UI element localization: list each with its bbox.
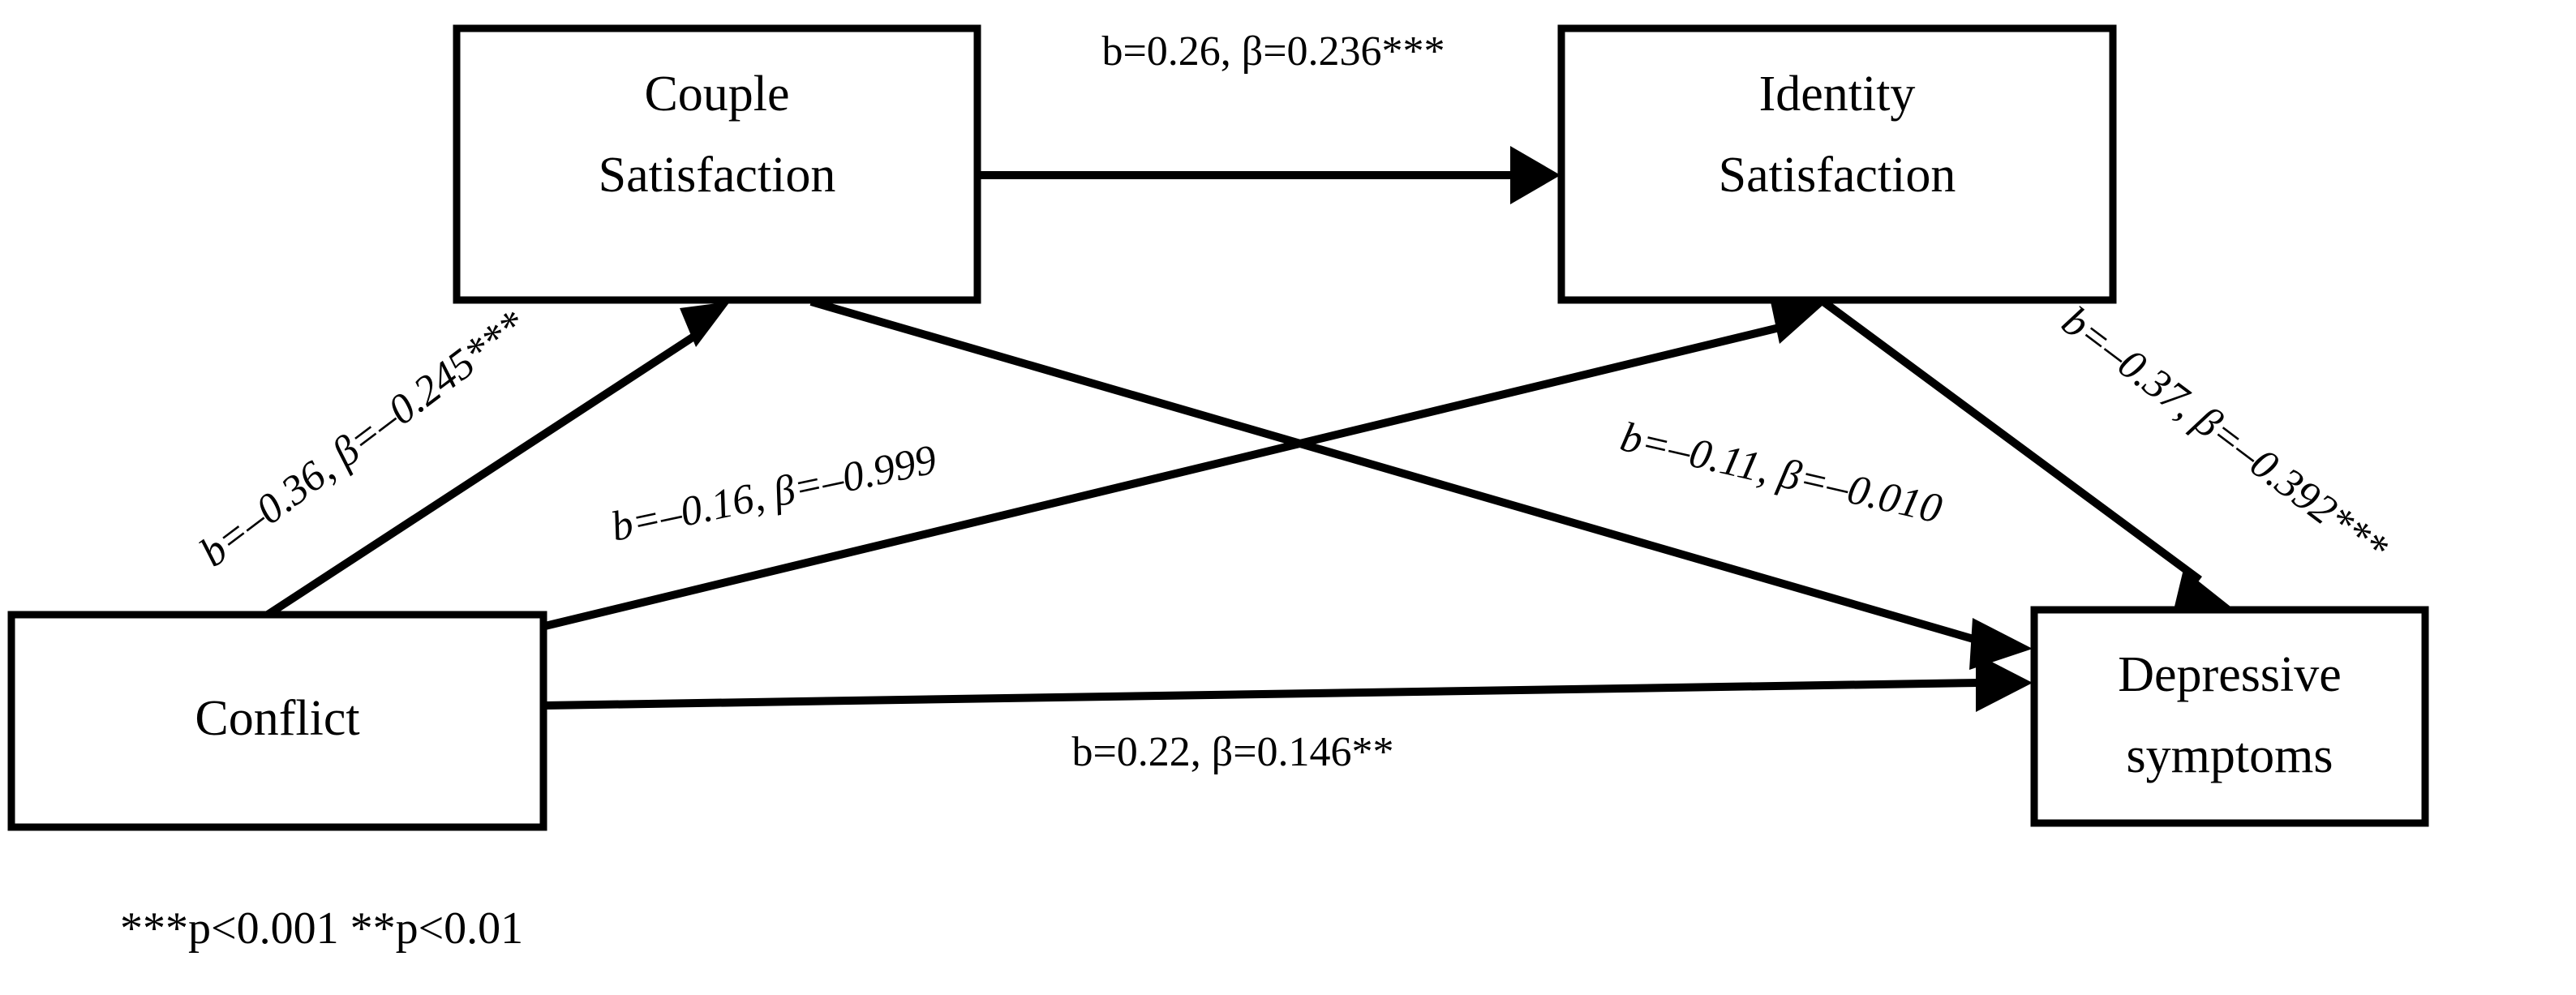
- edge-couple-to-depressive: [809, 298, 2033, 670]
- arrowhead-couple-to-identity: [1510, 146, 1561, 204]
- significance-footnote: ***p<0.001 **p<0.01: [120, 903, 523, 954]
- edge-conflict-to-depressive: [544, 654, 2033, 712]
- node-identity-satisfaction[interactable]: Identity Satisfaction: [1557, 24, 2117, 304]
- node-label-depressive-symptoms-line1: Depressive: [2118, 647, 2341, 702]
- node-couple-satisfaction[interactable]: Couple Satisfaction: [453, 24, 981, 304]
- edge-label-conflict-to-identity: b=–0.16, β=–0.999: [608, 436, 941, 551]
- edge-line-identity-to-depressive: [1821, 298, 2202, 584]
- node-label-couple-satisfaction-line1: Couple: [644, 66, 789, 122]
- arrowhead-conflict-to-couple: [680, 302, 730, 347]
- node-depressive-symptoms[interactable]: Depressive symptoms: [2030, 606, 2429, 827]
- edge-line-conflict-to-couple: [265, 330, 700, 619]
- node-box-identity-satisfaction[interactable]: [1557, 24, 2117, 304]
- arrowhead-couple-to-depressive: [1969, 618, 2033, 670]
- node-label-identity-satisfaction-line2: Satisfaction: [1719, 148, 1956, 203]
- node-label-identity-satisfaction-line1: Identity: [1759, 66, 1916, 122]
- edge-line-conflict-to-depressive: [544, 679, 1980, 710]
- edge-line-conflict-to-identity: [543, 323, 1784, 630]
- node-label-depressive-symptoms-line2: symptoms: [2127, 728, 2333, 783]
- node-box-conflict[interactable]: [7, 611, 547, 831]
- node-conflict[interactable]: Conflict: [7, 611, 547, 831]
- node-label-couple-satisfaction-line2: Satisfaction: [599, 148, 836, 203]
- edge-label-couple-to-depressive: b=–0.11, β=–0.010: [1616, 414, 1947, 532]
- arrowhead-identity-to-depressive: [2174, 569, 2230, 610]
- node-label-conflict: Conflict: [195, 691, 359, 746]
- edge-couple-to-identity: [977, 146, 1561, 204]
- edge-label-conflict-to-couple: b=–0.36, β=–0.245***: [191, 302, 535, 576]
- arrowhead-conflict-to-depressive: [1976, 654, 2033, 712]
- edge-label-conflict-to-depressive: b=0.22, β=0.146**: [1071, 729, 1393, 775]
- edge-line-couple-to-depressive: [809, 298, 1981, 645]
- edge-identity-to-depressive: [1821, 298, 2230, 610]
- edge-label-couple-to-identity: b=0.26, β=0.236***: [1101, 28, 1445, 75]
- node-box-couple-satisfaction[interactable]: [453, 24, 981, 304]
- edge-label-identity-to-depressive: b=–0.37, β=–0.392***: [2053, 298, 2396, 572]
- edge-conflict-to-couple: [265, 302, 730, 619]
- node-box-depressive-symptoms[interactable]: [2030, 606, 2429, 827]
